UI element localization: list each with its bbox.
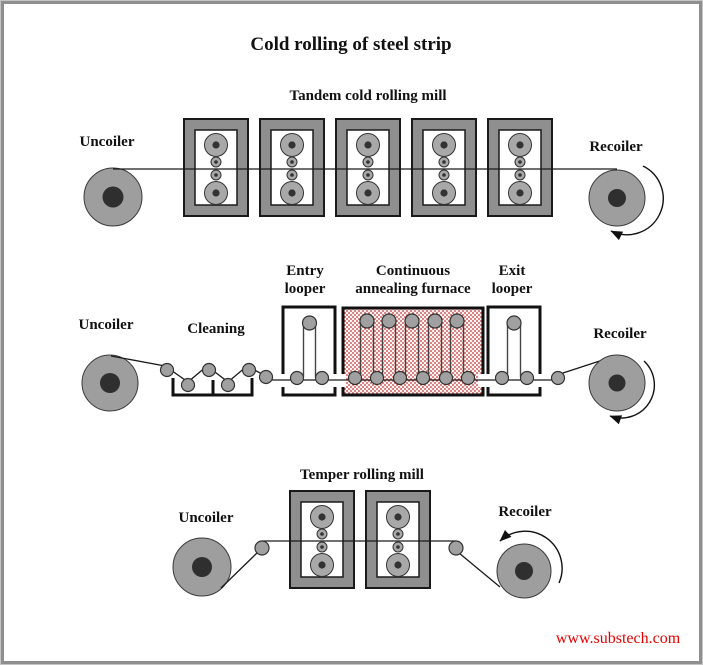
- tandem-mill-label: Tandem cold rolling mill: [289, 88, 447, 104]
- tandem-uncoiler-label: Uncoiler: [79, 134, 135, 150]
- tandem-recoiler-label: Recoiler: [589, 139, 643, 155]
- page-title: Cold rolling of steel strip: [250, 34, 452, 55]
- tandem-mill-stand-1: [183, 118, 249, 217]
- temper-recoiler-rotation-arrow: [499, 529, 563, 584]
- annealing-furnace-label: Continuous annealing furnace: [355, 263, 471, 297]
- cleaning-label: Cleaning: [187, 321, 245, 337]
- temper-strip-from-uncoiler: [220, 551, 259, 589]
- temper-strip-to-recoiler: [458, 552, 501, 588]
- annealing-recoiler-rotation-arrow: [609, 360, 656, 425]
- annealing-recoiler-label: Recoiler: [593, 326, 647, 342]
- exit-looper-rollers: [494, 315, 566, 386]
- tandem-mill-stand-2: [259, 118, 325, 217]
- temper-uncoiler-coil: [172, 537, 232, 597]
- entry-looper-rollers: [289, 315, 330, 386]
- tandem-recoiler-coil: [588, 169, 646, 227]
- temper-mill-stand-2: [365, 490, 431, 589]
- temper-line-diagram: [172, 490, 563, 599]
- entry-looper-label: Entry looper: [284, 263, 326, 297]
- cleaning-tanks: [171, 378, 254, 397]
- tandem-recoiler-rotation-arrow: [610, 165, 664, 241]
- strip-vertical-loops: [302, 322, 522, 377]
- tandem-mill-stand-4: [411, 118, 477, 217]
- watermark-link[interactable]: www.substech.com: [555, 630, 681, 647]
- temper-uncoiler-label: Uncoiler: [178, 510, 234, 526]
- tandem-mill-stand-5: [487, 118, 553, 217]
- temper-mill-stand-1: [289, 490, 355, 589]
- temper-mill-label: Temper rolling mill: [300, 467, 424, 483]
- exit-looper-label: Exit looper: [491, 263, 533, 297]
- tandem-uncoiler-coil: [83, 167, 143, 227]
- annealing-line-diagram: [81, 305, 656, 425]
- annealing-uncoiler-label: Uncoiler: [78, 317, 134, 333]
- tandem-line-diagram: [83, 118, 664, 241]
- entry-looper-box: [281, 305, 337, 397]
- annealing-uncoiler-coil: [81, 354, 139, 412]
- temper-recoiler-label: Recoiler: [498, 504, 552, 520]
- annealing-recoiler-coil: [588, 354, 646, 412]
- temper-deflector-rollers: [254, 540, 464, 556]
- temper-recoiler-coil: [496, 543, 552, 599]
- tandem-mill-stand-3: [335, 118, 401, 217]
- exit-looper-box: [486, 305, 542, 397]
- furnace-rollers: [347, 313, 476, 386]
- cleaning-rollers: [159, 362, 274, 393]
